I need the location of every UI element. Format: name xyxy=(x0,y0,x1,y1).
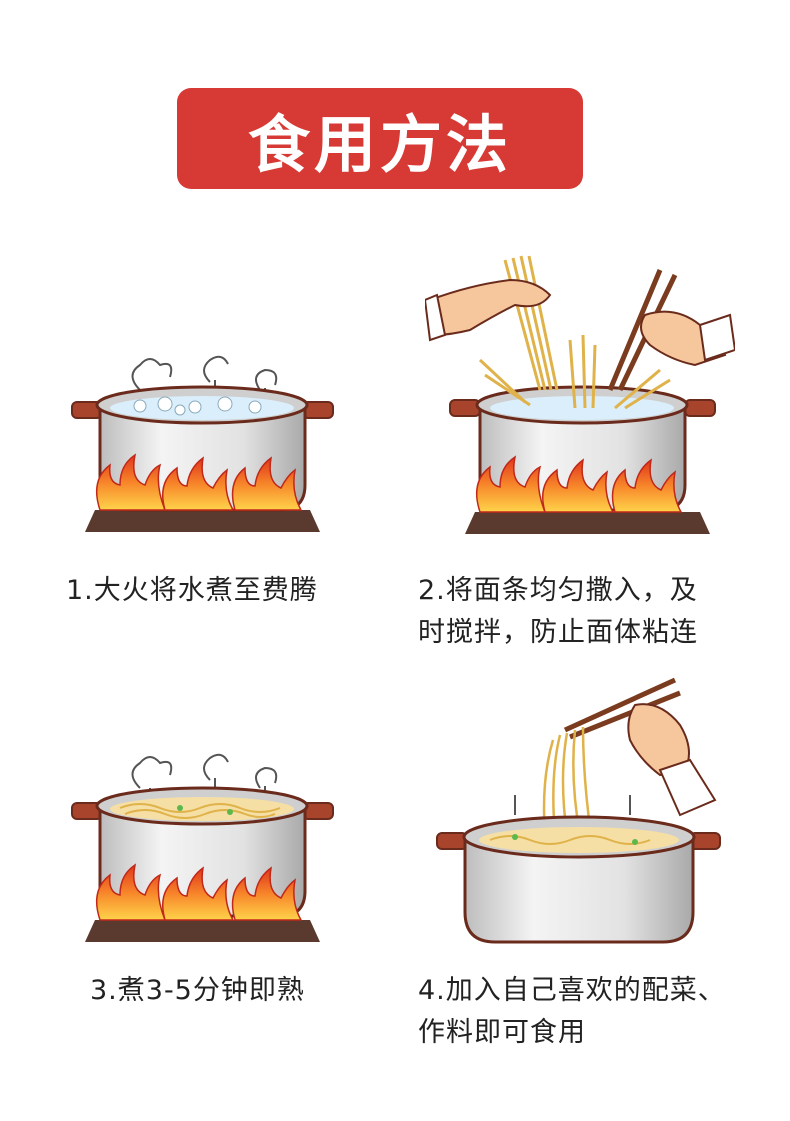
step-1-line-1: 1.大火将水煮至费腾 xyxy=(66,575,318,606)
boiling-pot-icon xyxy=(71,355,334,532)
serving-noodles-pot-icon xyxy=(436,677,721,944)
step-4-line-2: 作料即可食用 xyxy=(418,1017,586,1048)
page-title: 食用方法 xyxy=(247,107,512,181)
step-3-caption: 3.煮3-5分钟即熟 xyxy=(90,970,305,1012)
step-2-caption: 2.将面条均匀撒入，及 时搅拌，防止面体粘连 xyxy=(418,570,698,654)
step-4-caption: 4.加入自己喜欢的配菜、 作料即可食用 xyxy=(418,970,726,1054)
title-banner: 食用方法 xyxy=(177,88,583,189)
step-2-line-1: 2.将面条均匀撒入，及 xyxy=(418,575,698,606)
noodles-into-pot-icon xyxy=(425,255,735,534)
step-4-line-1: 4.加入自己喜欢的配菜、 xyxy=(418,975,726,1006)
step-2-line-2: 时搅拌，防止面体粘连 xyxy=(418,617,698,648)
cooking-noodles-pot-icon xyxy=(71,753,334,942)
step-1-caption: 1.大火将水煮至费腾 xyxy=(66,570,318,612)
step-3-line-1: 3.煮3-5分钟即熟 xyxy=(90,975,305,1006)
